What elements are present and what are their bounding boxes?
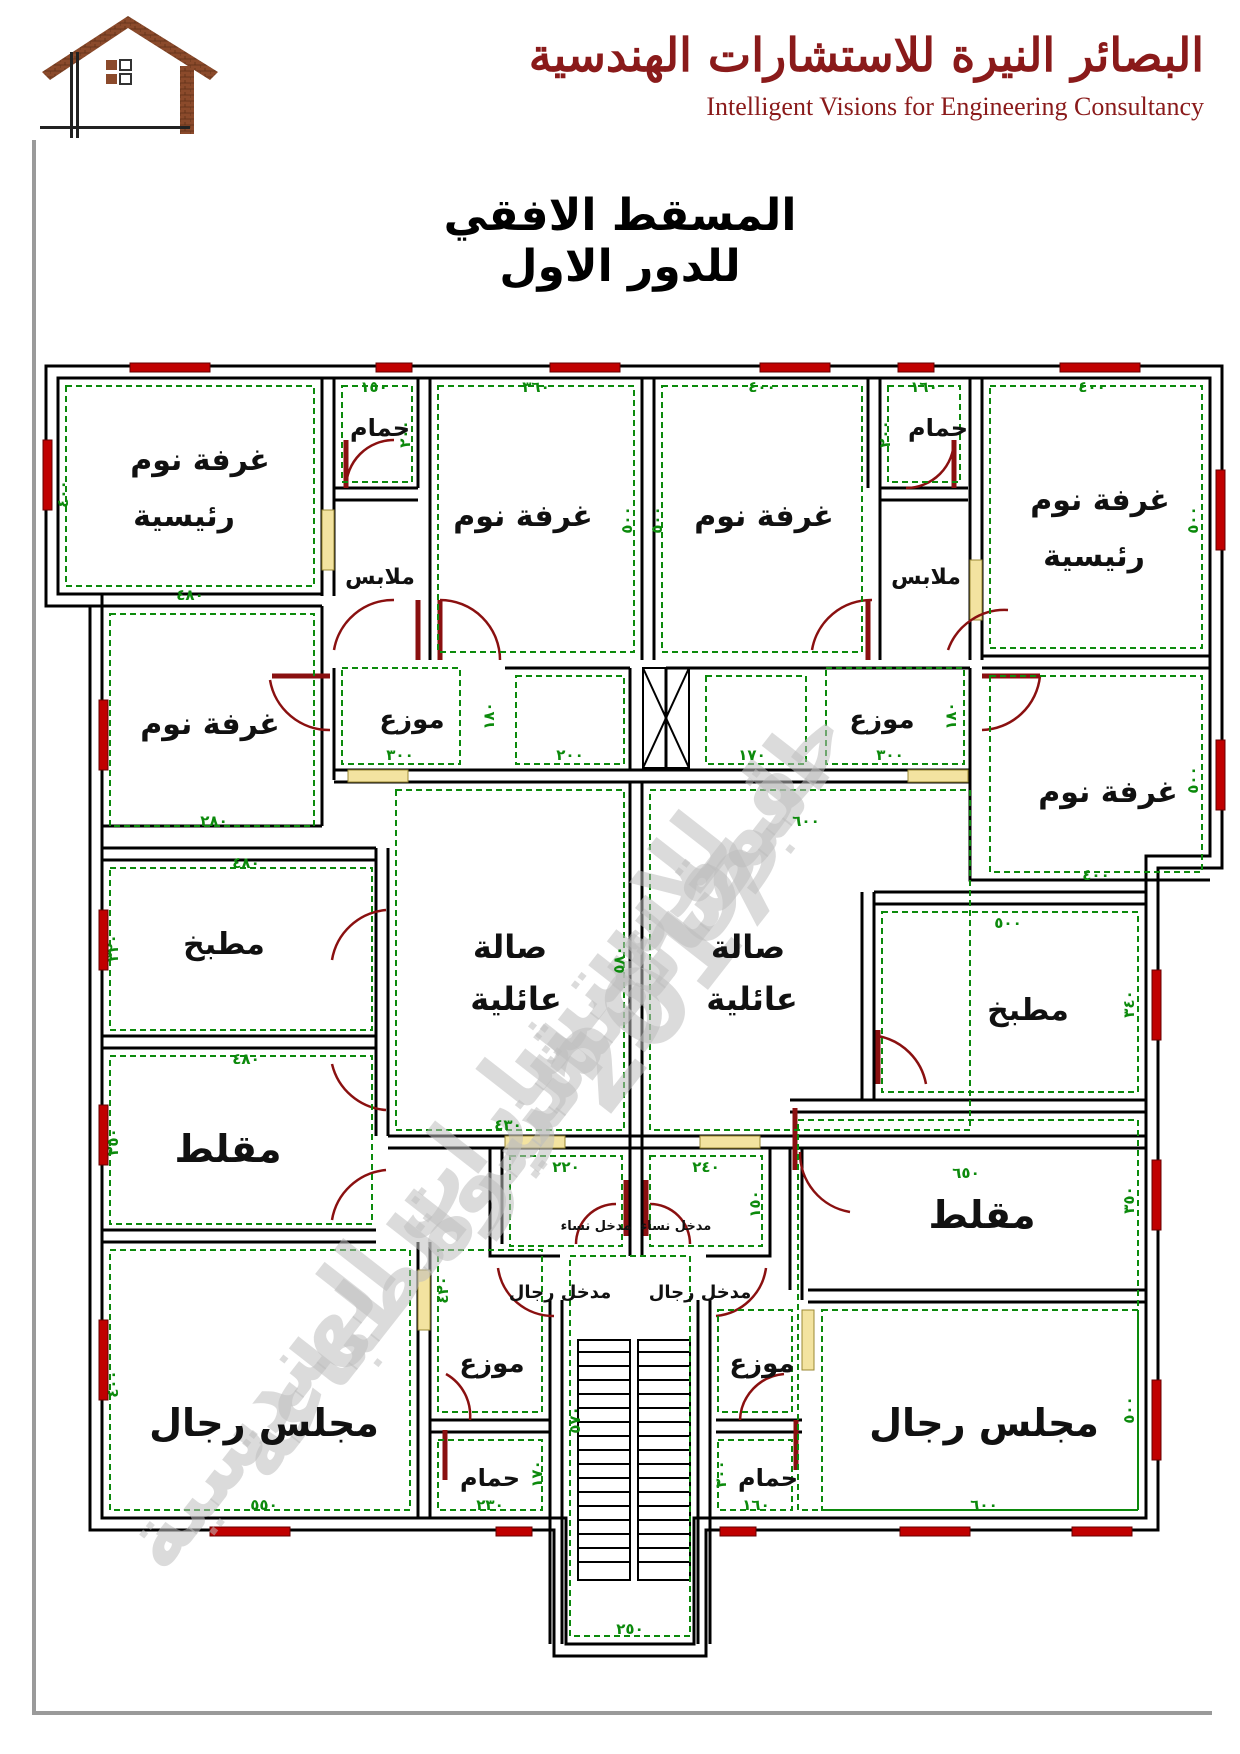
dimension-label: ٤٠٠ <box>1082 866 1109 884</box>
room-label-bedroom-3: غرفة نوم <box>140 707 280 742</box>
room-label-kitchen-left: مطبخ <box>183 927 265 962</box>
dimension-label: ٢٠٠ <box>396 420 414 447</box>
dimension-label: ١٥٠ <box>746 1190 764 1217</box>
dimension-label: ٢٠٠ <box>712 1460 730 1487</box>
dimension-label: ٤٨٠ <box>176 586 203 604</box>
room-label-master-bedroom-right-sub: رئيسية <box>1043 539 1145 574</box>
dimension-label: ٥٠٠ <box>618 506 636 533</box>
dimension-label: ٦٠٠ <box>792 812 819 830</box>
room-label-bedroom-4: غرفة نوم <box>1038 775 1178 810</box>
room-label-bath-top-left: حمام <box>350 414 410 442</box>
dimension-label: ٥٠٠ <box>1184 506 1202 533</box>
windows <box>42 362 1226 1537</box>
dimension-label: ٢٤٠ <box>692 1158 719 1176</box>
dimension-label: ٦٥٠ <box>952 1164 979 1182</box>
dimension-label: ٣٤٠ <box>1120 990 1138 1017</box>
room-label-kitchen-right: مطبخ <box>987 993 1069 1028</box>
room-label-family-hall-right: صالة <box>711 928 785 966</box>
dimension-label: ٤٠٠ <box>748 378 775 396</box>
elevator-shaft <box>642 667 690 769</box>
plan-title: المسقط الافقي للدور الاول <box>443 190 797 292</box>
dimension-label: ١٦٠ <box>742 1496 769 1514</box>
room-label-bath-bottom-left: حمام <box>460 1464 520 1492</box>
dimension-label: ٢٠٠ <box>556 746 583 764</box>
room-label-women-entry-left: مدخل نساء <box>561 1219 632 1234</box>
room-label-women-entry-right: مدخل نساء <box>641 1219 712 1234</box>
house-logo-icon <box>40 16 218 138</box>
room-label-master-bedroom-left: غرفة نوم <box>130 443 270 478</box>
dimension-label: ٥٧٠ <box>566 1406 584 1433</box>
room-label-family-hall-left-sub: عائلية <box>470 980 561 1018</box>
dimension-label: ٢٣٠ <box>476 1496 503 1514</box>
dimension-label: ٥٠٠ <box>994 914 1021 932</box>
dimension-label: ٢٨٠ <box>200 812 227 830</box>
room-label-master-bedroom-left-sub: رئيسية <box>133 499 235 534</box>
dimension-label: ٤٨٠ <box>232 1050 259 1068</box>
room-label-master-bedroom-right: غرفة نوم <box>1030 483 1170 518</box>
dimension-label: ٣٠٠ <box>386 746 413 764</box>
dimension-label: ٥٥٠ <box>250 1496 277 1514</box>
dimension-label: ٢٥٠ <box>104 1128 122 1155</box>
dimension-lines <box>65 385 1203 1637</box>
frame-left-border <box>32 140 36 1715</box>
dimension-label: ١٥٠ <box>360 378 387 396</box>
dimension-label: ٣٥٠ <box>1120 1186 1138 1213</box>
dimension-label: ٥٠٠ <box>1184 766 1202 793</box>
room-labels: غرفة نوم رئيسية حمام ملابس غرفة نوم غرفة… <box>130 414 1178 1492</box>
room-label-closet-left: ملابس <box>345 565 415 590</box>
dimension-label: ٤٣٠ <box>494 1116 521 1134</box>
room-label-bedroom-1: غرفة نوم <box>453 499 593 534</box>
room-label-bath-top-right: حمام <box>908 414 968 442</box>
dimension-labels: ٤٨٠ ٤٠٠ ١٥٠ ٢٠٠ ٣٦٠ ٥٠٠ ٤٠٠ ٥٠٠ ١٦٠ ٢٠٠ … <box>54 378 1202 1638</box>
dimension-label: ٤٨٠ <box>232 854 259 872</box>
dimension-label: ٤٢٠ <box>434 1276 452 1303</box>
room-label-majlis-right: مجلس رجال <box>869 1401 1099 1445</box>
company-name-arabic: البصائر النيرة للاستشارات الهندسية <box>528 28 1204 82</box>
interior-walls <box>58 378 1210 1644</box>
dimension-label: ١٧٠ <box>738 746 765 764</box>
dimension-label: ٤٠٠ <box>54 480 72 507</box>
room-label-men-entry-right: مدخل رجال <box>649 1282 752 1303</box>
room-label-distributor-bottom-right: موزع <box>729 1349 794 1379</box>
room-label-distributor-top-right: موزع <box>849 705 914 735</box>
dimension-label: ٦٠٠ <box>970 1496 997 1514</box>
room-label-distributor-top-left: موزع <box>379 705 444 735</box>
dimension-label: ١٨٠ <box>480 702 498 729</box>
dimension-label: ١٧٠ <box>528 1460 546 1487</box>
dimension-label: ١٦٠ <box>910 378 937 396</box>
dimension-label: ٣٢٠ <box>104 934 122 961</box>
dimension-label: ٥٠٠ <box>1120 1396 1138 1423</box>
dimension-label: ٢٢٠ <box>552 1158 579 1176</box>
room-label-closet-right: ملابس <box>891 565 961 590</box>
dimension-label: ٤٠٠ <box>1078 378 1105 396</box>
room-label-family-hall-left: صالة <box>473 928 547 966</box>
company-name-english: Intelligent Visions for Engineering Cons… <box>706 92 1204 121</box>
dimension-label: ٢٠٠ <box>876 420 894 447</box>
dimension-label: ٥٨٠ <box>610 946 628 973</box>
dimension-label: ٣٦٠ <box>522 378 549 396</box>
dimension-label: ٣٠٠ <box>876 746 903 764</box>
room-label-men-entry-left: مدخل رجال <box>509 1282 612 1303</box>
dimension-label: ٢٥٠ <box>616 1620 643 1638</box>
frame-bottom-border <box>32 1711 1212 1715</box>
room-label-family-hall-right-sub: عائلية <box>706 980 797 1018</box>
room-label-bedroom-2: غرفة نوم <box>694 499 834 534</box>
staircase <box>577 1339 691 1581</box>
dimension-label: ٥٠٠ <box>648 506 666 533</box>
room-label-distributor-bottom-left: موزع <box>459 1349 524 1379</box>
dimension-label: ٤٠٠ <box>104 1370 122 1397</box>
room-label-lounge-right: مقلط <box>928 1193 1035 1237</box>
sliding-openings <box>321 509 983 1371</box>
room-label-bath-bottom-right: حمام <box>738 1464 798 1492</box>
room-label-lounge-left: مقلط <box>174 1127 281 1171</box>
dimension-label: ١٨٠ <box>942 702 960 729</box>
room-label-majlis-left: مجلس رجال <box>149 1401 379 1445</box>
